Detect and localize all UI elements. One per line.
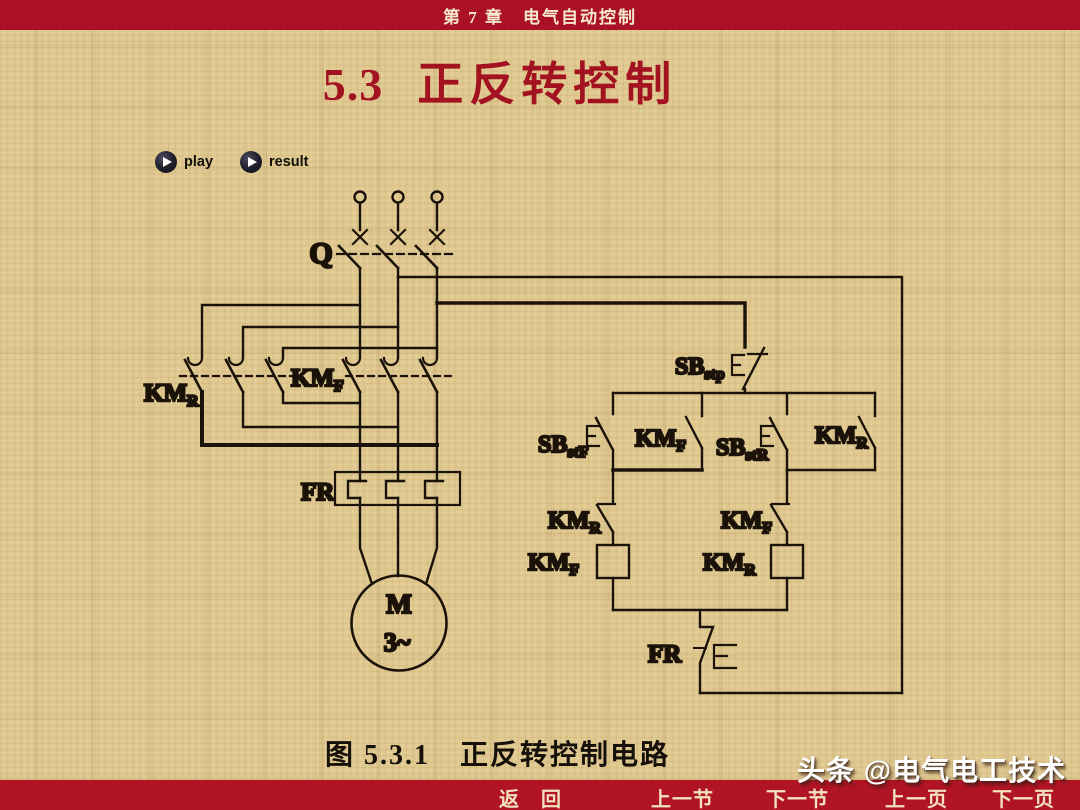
section-number: 5.3 <box>322 59 384 110</box>
start-button-sb-stf <box>585 391 615 472</box>
result-play-icon <box>240 151 263 173</box>
section-title: 正反转控制 <box>417 59 678 110</box>
play-icon <box>155 151 177 173</box>
navigation-bar: 返 回 上一节 下一节 上一页 下一页 <box>0 780 1080 810</box>
label-km-f-main: KMF <box>291 365 344 395</box>
nav-previous-page[interactable]: 上一页 <box>885 789 948 810</box>
circuit-labels: Q KMR KMF FR SBstp SBstF KMF SBstR KMR K… <box>143 236 870 669</box>
result-button-label: result <box>269 154 309 170</box>
label-km-r-aux: KMR <box>815 423 868 452</box>
header-bar: 第 7 章 电气自动控制 <box>0 0 1080 30</box>
play-button-label: play <box>184 154 214 170</box>
power-supply-terminals <box>351 190 446 246</box>
label-fr-main: FR <box>301 479 335 506</box>
play-button[interactable]: play <box>155 151 213 173</box>
svg-text:3~: 3~ <box>384 628 411 657</box>
km-r-aux-contact <box>785 391 877 472</box>
label-km-f-interlock: KMF <box>721 508 772 537</box>
km-r-coil <box>769 543 805 612</box>
motor: M 3~ <box>350 574 448 672</box>
label-km-f-coil: KMF <box>528 550 579 579</box>
fr-nc-contact <box>611 608 904 695</box>
km-f-aux-contact <box>611 391 704 472</box>
nav-previous-section[interactable]: 上一节 <box>651 789 714 810</box>
km-f-main-contacts <box>341 356 454 394</box>
disconnect-switch-q <box>335 244 454 270</box>
page-title: 5.3 正反转控制 <box>0 48 1000 114</box>
label-sb-stf: SBstF <box>538 432 589 461</box>
svg-text:M: M <box>386 589 411 619</box>
media-buttons: play result <box>155 151 309 173</box>
km-r-interlock-contact <box>595 468 617 547</box>
result-button[interactable]: result <box>240 151 309 173</box>
label-km-f-aux: KMF <box>635 426 686 455</box>
nav-next-section[interactable]: 下一节 <box>766 789 829 810</box>
label-q: Q <box>309 237 332 270</box>
km-f-coil <box>595 543 631 612</box>
km-r-main-contacts <box>178 356 298 394</box>
thermal-relay-fr-heaters <box>333 470 462 586</box>
label-km-r-main: KMR <box>144 380 199 410</box>
start-button-sb-str <box>759 391 789 472</box>
label-sb-stp: SBstp <box>675 354 725 383</box>
nav-return[interactable]: 返 回 <box>499 789 562 810</box>
label-km-r-coil: KMR <box>703 550 756 579</box>
phase-crossover-wires <box>200 390 439 483</box>
label-km-r-interlock: KMR <box>548 508 601 537</box>
km-f-interlock-contact <box>769 468 791 547</box>
main-circuit-wires <box>200 266 904 695</box>
figure-caption: 图 5.3.1 正反转控制电路 <box>325 740 671 771</box>
stop-button-sb-stp <box>730 346 769 395</box>
label-sb-str: SBstR <box>716 435 769 464</box>
nav-next-page[interactable]: 下一页 <box>992 789 1055 810</box>
watermark: 头条 @电气电工技术 <box>797 755 1067 786</box>
label-fr-control: FR <box>648 641 682 668</box>
chapter-title: 第 7 章 电气自动控制 <box>443 7 637 27</box>
